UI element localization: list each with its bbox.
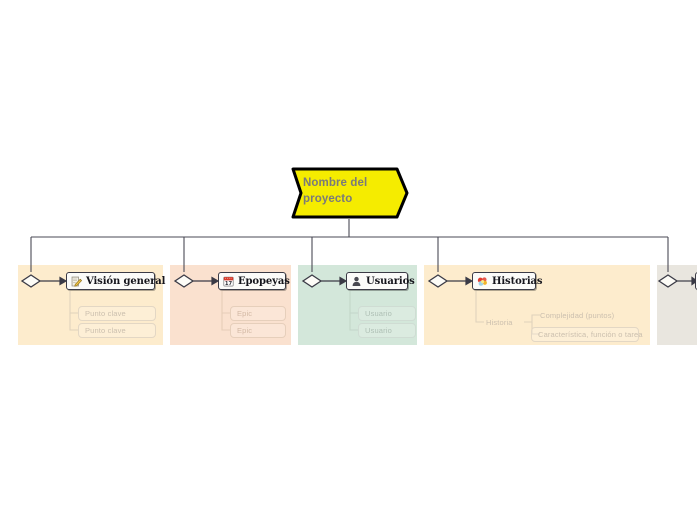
- leaf-label: Epic: [237, 326, 253, 335]
- leaf-label: Usuario: [365, 326, 392, 335]
- node-historias-label: Historias: [492, 275, 543, 287]
- leaf-label: Complejidad (puntos): [540, 311, 615, 320]
- root-node-label: Nombre del proyecto: [303, 177, 368, 205]
- note-pencil-icon: [71, 276, 82, 287]
- diamond-usuarios: [301, 274, 323, 288]
- arrow-head-historias: [465, 276, 474, 286]
- leaf-epopeyas-2[interactable]: Epic: [230, 323, 286, 338]
- leaf-label: Punto clave: [85, 309, 126, 318]
- node-epopeyas-label: Epopeyas: [238, 275, 290, 287]
- node-vision-general[interactable]: Visión general: [66, 272, 165, 290]
- leaf-vision-general-1[interactable]: Punto clave: [78, 306, 156, 321]
- node-epopeyas[interactable]: 17 Epopeyas: [218, 272, 290, 290]
- child-elbow-historias-2: [524, 314, 540, 323]
- arrow-head-branch-5: [691, 276, 697, 286]
- flower-icon: [477, 276, 487, 286]
- arrow-head-vision-general: [59, 276, 68, 286]
- leaf-usuarios-1[interactable]: Usuario: [358, 306, 416, 321]
- node-branch-5[interactable]: [695, 272, 697, 290]
- diamond-vision-general: [20, 274, 42, 288]
- person-icon: [352, 276, 361, 286]
- arrow-head-usuarios: [339, 276, 348, 286]
- child-elbow-epopeyas-1: [221, 291, 230, 314]
- child-elbow-historias-3: [531, 322, 540, 335]
- leaf-label: Característica, función o tarea: [538, 330, 643, 339]
- leaf-label: Punto clave: [85, 326, 126, 335]
- leaf-epopeyas-1[interactable]: Epic: [230, 306, 286, 321]
- diamond-branch-5: [657, 274, 679, 288]
- diamond-historias: [427, 274, 449, 288]
- child-elbow-historias-1: [475, 291, 484, 323]
- node-usuarios[interactable]: Usuarios: [346, 272, 415, 290]
- leaf-historias-historia[interactable]: Historia: [484, 315, 530, 330]
- leaf-label: Usuario: [365, 309, 392, 318]
- leaf-label: Epic: [237, 309, 253, 318]
- arrow-head-epopeyas: [211, 276, 220, 286]
- lane-historias: [424, 265, 650, 345]
- child-elbow-vision-1: [69, 291, 78, 314]
- calendar-icon: 17: [223, 276, 234, 286]
- root-node-project-name[interactable]: Nombre del proyecto: [289, 167, 409, 219]
- child-elbow-epopeyas-2: [221, 313, 230, 331]
- leaf-vision-general-2[interactable]: Punto clave: [78, 323, 156, 338]
- leaf-label: Historia: [486, 318, 513, 327]
- leaf-historias-caracteristica[interactable]: Característica, función o tarea: [531, 327, 643, 342]
- root-node-shape: [291, 167, 409, 219]
- child-elbow-usuarios-1: [349, 291, 358, 314]
- diamond-epopeyas: [173, 274, 195, 288]
- child-elbow-usuarios-2: [349, 313, 358, 331]
- child-elbow-vision-2: [69, 313, 78, 331]
- node-historias[interactable]: Historias: [472, 272, 543, 290]
- leaf-historias-complejidad[interactable]: Complejidad (puntos): [538, 308, 642, 323]
- leaf-usuarios-2[interactable]: Usuario: [358, 323, 416, 338]
- node-usuarios-label: Usuarios: [366, 275, 415, 287]
- calendar-day-text: 17: [225, 280, 233, 286]
- node-vision-general-label: Visión general: [86, 275, 166, 287]
